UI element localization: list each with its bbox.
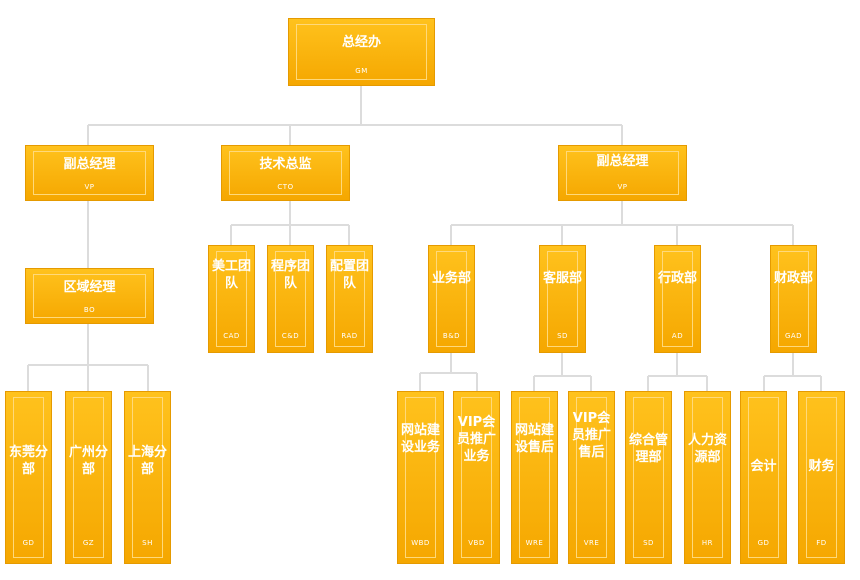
node-cnd[interactable]: 程序团队 C&D xyxy=(267,245,314,353)
node-title: 技术总监 xyxy=(259,157,312,172)
node-cto[interactable]: 技术总监 CTO xyxy=(221,145,350,201)
node-gd-branch[interactable]: 东莞分部 GD xyxy=(5,391,52,564)
node-vre[interactable]: VIP会员推广售后 VRE xyxy=(568,391,615,564)
connector-vp-right xyxy=(450,200,794,245)
node-title: VIP会员推广业务 xyxy=(456,415,496,464)
node-cad[interactable]: 美工团队 CAD xyxy=(208,245,255,353)
node-code: FD xyxy=(816,539,827,547)
node-code: CAD xyxy=(223,332,240,340)
node-vp-left[interactable]: 副总经理 VP xyxy=(25,145,154,201)
node-code: SD xyxy=(643,539,654,547)
node-ad[interactable]: 行政部 AD xyxy=(654,245,701,353)
node-rad[interactable]: 配置团队 RAD xyxy=(326,245,373,353)
node-title: 财务 xyxy=(808,459,835,474)
node-bo[interactable]: 区域经理 BO xyxy=(25,268,154,324)
node-title: 人力资源部 xyxy=(687,433,727,465)
node-sd2[interactable]: 综合管理部 SD xyxy=(625,391,672,564)
node-code: VRE xyxy=(583,539,600,547)
node-code: VP xyxy=(84,183,95,191)
node-gz[interactable]: 广州分部 GZ xyxy=(65,391,112,564)
node-gd-acct[interactable]: 会计 GD xyxy=(740,391,787,564)
node-sd[interactable]: 客服部 SD xyxy=(539,245,586,353)
node-sh[interactable]: 上海分部 SH xyxy=(124,391,171,564)
node-title: 会计 xyxy=(750,459,777,474)
node-vp-right[interactable]: 副总经理 VP xyxy=(558,145,687,201)
node-title: 网站建设售后 xyxy=(514,423,554,455)
node-title: 副总经理 xyxy=(63,157,116,172)
node-title: VIP会员推广售后 xyxy=(571,411,611,460)
connector-gad xyxy=(763,353,822,391)
node-title: 程序团队 xyxy=(270,259,310,291)
node-code: C&D xyxy=(281,332,300,340)
connector-sd xyxy=(533,353,592,391)
node-gm[interactable]: 总经办 GM xyxy=(288,18,435,86)
node-title: 综合管理部 xyxy=(628,433,668,465)
node-wbd[interactable]: 网站建设业务 WBD xyxy=(397,391,444,564)
node-code: WRE xyxy=(525,539,544,547)
node-code: WBD xyxy=(411,539,430,547)
node-code: GD xyxy=(757,539,770,547)
node-code: SD xyxy=(557,332,568,340)
connector-cto xyxy=(230,200,350,245)
connector-bo xyxy=(27,324,149,391)
node-gad[interactable]: 财政部 GAD xyxy=(770,245,817,353)
node-code: GZ xyxy=(82,539,95,547)
node-title: 区域经理 xyxy=(63,280,116,295)
node-fd[interactable]: 财务 FD xyxy=(798,391,845,564)
connector-ad xyxy=(647,353,708,391)
node-code: GM xyxy=(355,67,368,75)
node-title: 广州分部 xyxy=(68,445,108,477)
node-title: 行政部 xyxy=(657,271,697,286)
node-code: CTO xyxy=(277,183,294,191)
node-bnd[interactable]: 业务部 B&D xyxy=(428,245,475,353)
connector-gm xyxy=(87,86,623,145)
node-code: VP xyxy=(617,183,628,191)
node-title: 总经办 xyxy=(341,35,381,50)
node-code: HR xyxy=(701,539,714,547)
node-title: 客服部 xyxy=(542,271,582,286)
node-title: 副总经理 xyxy=(596,154,649,169)
node-code: AD xyxy=(671,332,684,340)
node-code: VBD xyxy=(468,539,485,547)
node-code: GD xyxy=(22,539,35,547)
node-vbd[interactable]: VIP会员推广业务 VBD xyxy=(453,391,500,564)
node-title: 美工团队 xyxy=(211,259,251,291)
node-title: 东莞分部 xyxy=(8,445,48,477)
node-hr[interactable]: 人力资源部 HR xyxy=(684,391,731,564)
node-title: 配置团队 xyxy=(329,259,369,291)
node-code: GAD xyxy=(784,332,803,340)
connector-bnd xyxy=(419,353,478,391)
node-title: 财政部 xyxy=(773,271,813,286)
node-title: 网站建设业务 xyxy=(400,423,440,455)
node-wre[interactable]: 网站建设售后 WRE xyxy=(511,391,558,564)
node-code: B&D xyxy=(442,332,461,340)
node-title: 上海分部 xyxy=(127,445,167,477)
node-code: SH xyxy=(142,539,153,547)
node-code: BO xyxy=(83,306,96,314)
node-code: RAD xyxy=(341,332,358,340)
node-title: 业务部 xyxy=(431,271,471,286)
